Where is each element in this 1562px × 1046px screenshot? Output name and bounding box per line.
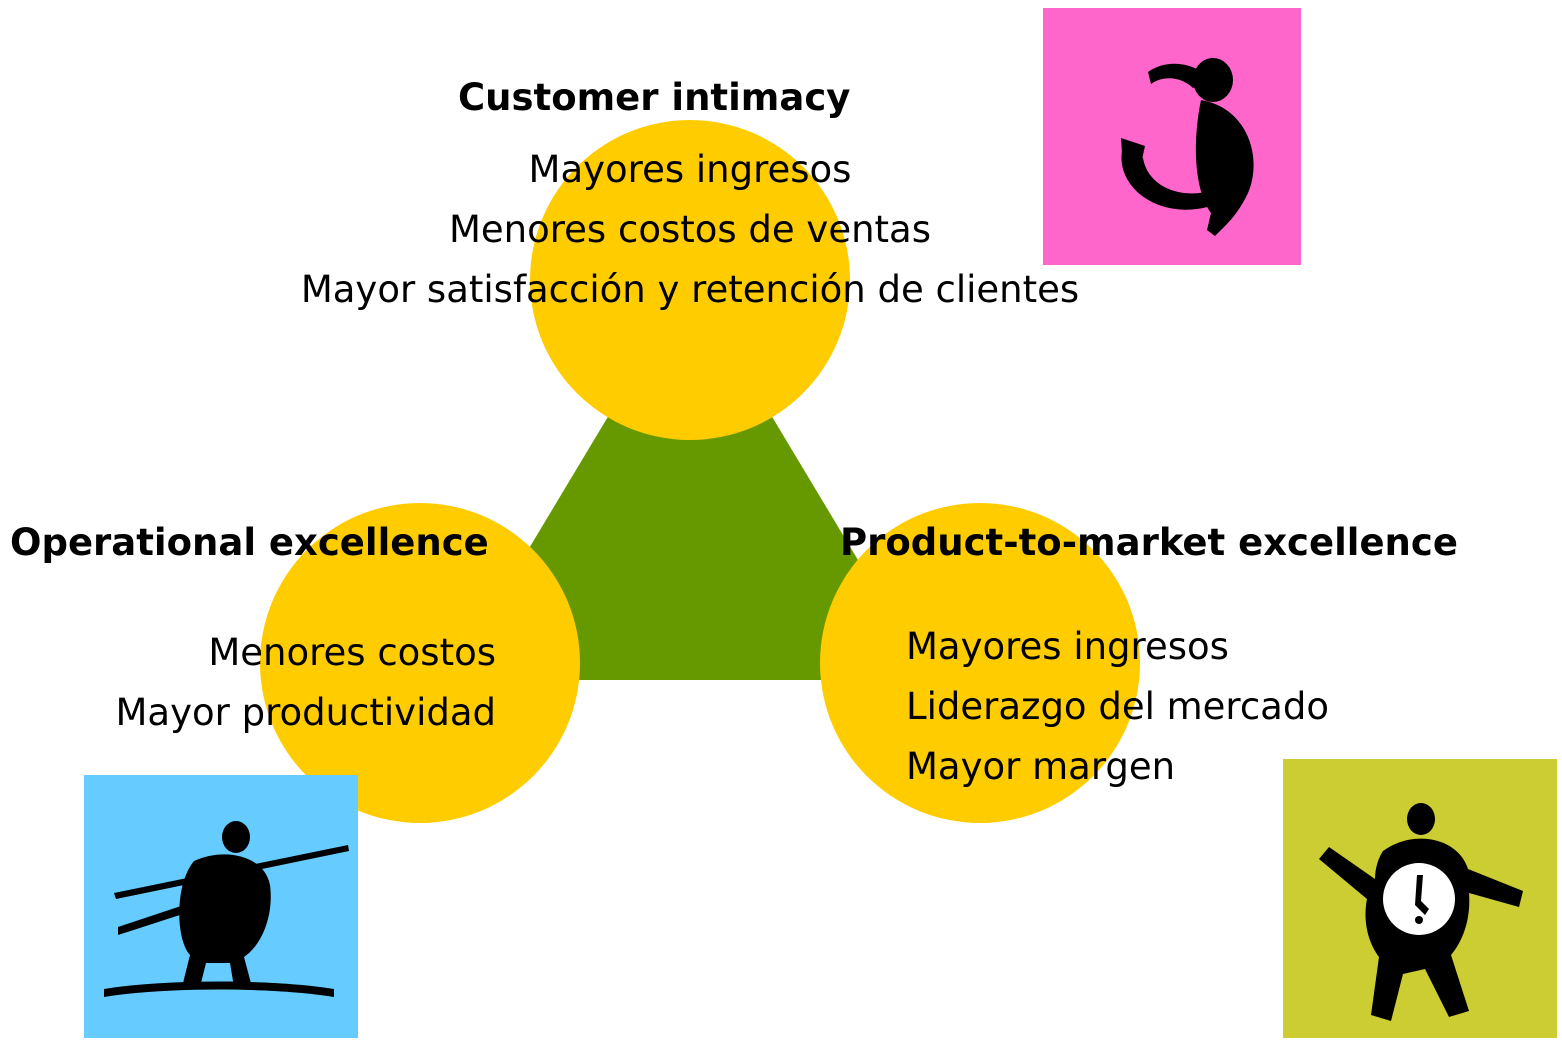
figure-balancing-with-pole-icon bbox=[104, 821, 349, 997]
operational-excellence-tile bbox=[84, 775, 358, 1038]
product-excellence-circle bbox=[820, 503, 1140, 823]
benefit-line: Liderazgo del mercado bbox=[906, 685, 1329, 728]
customer-intimacy-title: Customer intimacy bbox=[458, 76, 851, 119]
benefit-line: Mayor productividad bbox=[115, 691, 496, 734]
figure-holding-crescent-icon bbox=[1121, 58, 1254, 236]
benefit-line: Mayores ingresos bbox=[906, 625, 1229, 668]
connecting-triangle bbox=[450, 280, 930, 680]
customer-intimacy-circle bbox=[530, 120, 850, 440]
operational-excellence-benefits: Menores costos Mayor productividad bbox=[40, 623, 496, 743]
operational-excellence-circle bbox=[260, 503, 580, 823]
operational-excellence-title: Operational excellence bbox=[10, 521, 489, 564]
clock-icon bbox=[1383, 863, 1455, 935]
benefit-line: Menores costos bbox=[208, 631, 496, 674]
product-excellence-benefits: Mayores ingresos Liderazgo del mercado M… bbox=[906, 617, 1506, 797]
customer-intimacy-benefits: Mayores ingresos Menores costos de venta… bbox=[250, 140, 1130, 320]
benefit-line: Mayores ingresos bbox=[528, 148, 852, 191]
benefit-line: Mayor margen bbox=[906, 745, 1176, 788]
customer-intimacy-tile bbox=[1043, 8, 1301, 265]
benefit-line: Menores costos de ventas bbox=[449, 208, 931, 251]
product-excellence-tile bbox=[1283, 759, 1557, 1038]
benefit-line: Mayor satisfacción y retención de client… bbox=[300, 268, 1080, 311]
product-excellence-title: Product-to-market excellence bbox=[840, 521, 1458, 564]
